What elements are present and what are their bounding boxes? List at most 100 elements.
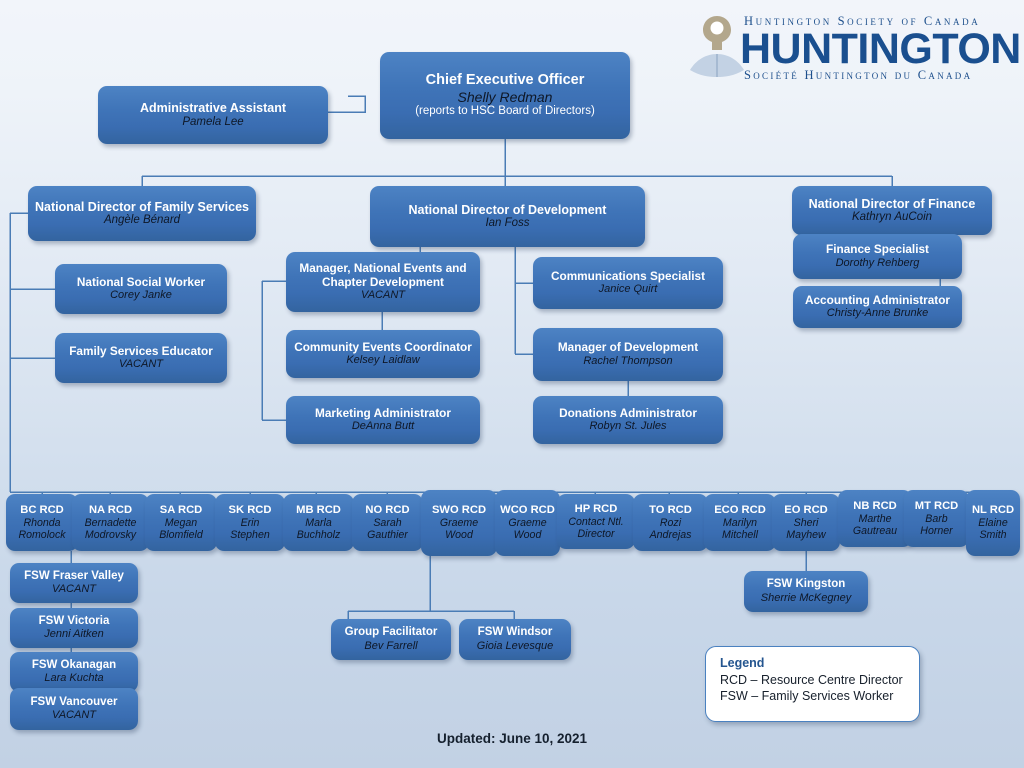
node-person: Lara Kuchta: [44, 672, 104, 685]
logo-wordmark: HUNTINGTON: [740, 25, 1021, 73]
node-person: Janice Quirt: [598, 283, 658, 296]
node-person: Elaine Smith: [978, 517, 1008, 542]
node-rcd-eco[interactable]: ECO RCD Marilyn Mitchell: [704, 494, 776, 551]
node-person: VACANT: [51, 709, 96, 722]
node-group-facilitator[interactable]: Group Facilitator Bev Farrell: [331, 619, 451, 660]
node-community-events-coordinator[interactable]: Community Events Coordinator Kelsey Laid…: [286, 330, 480, 378]
node-national-director-finance[interactable]: National Director of Finance Kathryn AuC…: [792, 186, 992, 235]
node-rcd-swo[interactable]: SWO RCD Graeme Wood: [421, 490, 497, 556]
node-title: Finance Specialist: [826, 242, 929, 257]
node-title: National Social Worker: [76, 274, 206, 289]
node-title: Family Services Educator: [69, 343, 213, 358]
node-title: FSW Windsor: [477, 626, 553, 639]
node-rcd-no[interactable]: NO RCD Sarah Gauthier: [352, 494, 423, 551]
node-title: NO RCD: [365, 503, 410, 516]
node-person: VACANT: [118, 358, 163, 371]
node-title: Group Facilitator: [344, 626, 438, 639]
node-title: FSW Kingston: [766, 578, 846, 591]
node-rcd-mt[interactable]: MT RCD Barb Horner: [904, 490, 969, 547]
node-person: Contact Ntl. Director: [568, 515, 624, 540]
node-person: Marthe Gautreau: [852, 512, 898, 537]
legend-title: Legend: [720, 656, 765, 670]
node-rcd-na[interactable]: NA RCD Bernadette Modrovsky: [72, 494, 149, 551]
node-rcd-mb[interactable]: MB RCD Marla Buchholz: [283, 494, 354, 551]
node-person: Sheri Mayhew: [786, 516, 826, 541]
node-rcd-to[interactable]: TO RCD Rozi Andrejas: [633, 494, 708, 551]
node-communications-specialist[interactable]: Communications Specialist Janice Quirt: [533, 257, 723, 309]
node-title: FSW Fraser Valley: [24, 569, 124, 582]
node-person: Pamela Lee: [182, 115, 244, 128]
node-person: Sherrie McKegney: [760, 591, 852, 604]
node-person: Corey Janke: [110, 289, 172, 302]
legend-line-rcd: RCD – Resource Centre Director: [720, 673, 903, 687]
node-title: National Director of Finance: [808, 196, 976, 211]
node-person: Ian Foss: [485, 217, 530, 230]
node-person: Angèle Bénard: [103, 214, 181, 227]
node-accounting-administrator[interactable]: Accounting Administrator Christy-Anne Br…: [793, 286, 962, 328]
node-family-services-educator[interactable]: Family Services Educator VACANT: [55, 333, 227, 383]
node-chief-executive-officer[interactable]: Chief Executive Officer Shelly Redman (r…: [380, 52, 630, 139]
node-title: SK RCD: [228, 503, 272, 516]
node-manager-national-events-chapter-development[interactable]: Manager, National Events and Chapter Dev…: [286, 252, 480, 312]
node-title: NA RCD: [88, 503, 133, 516]
node-person: Marilyn Mitchell: [722, 516, 758, 541]
node-title: National Director of Development: [408, 202, 607, 217]
node-person: Rhonda Romolock: [18, 516, 66, 541]
node-title: NL RCD: [971, 504, 1015, 517]
node-title: SWO RCD: [431, 504, 487, 517]
logo-tagline-english: Huntington Society of Canada: [744, 14, 981, 28]
node-fsw-okanagan[interactable]: FSW Okanagan Lara Kuchta: [10, 652, 138, 692]
updated-date-label: Updated: June 10, 2021: [436, 731, 588, 746]
node-title: Community Events Coordinator: [294, 339, 472, 354]
node-marketing-administrator[interactable]: Marketing Administrator DeAnna Butt: [286, 396, 480, 444]
node-title: MB RCD: [296, 503, 341, 516]
node-title: FSW Vancouver: [30, 695, 118, 708]
node-rcd-bc[interactable]: BC RCD Rhonda Romolock: [6, 494, 78, 551]
node-rcd-nl[interactable]: NL RCD Elaine Smith: [966, 490, 1020, 556]
node-title: FSW Victoria: [38, 614, 110, 627]
node-title: NB RCD: [853, 499, 897, 512]
node-national-director-family-services[interactable]: National Director of Family Services Ang…: [28, 186, 256, 241]
node-person: Dorothy Rehberg: [835, 256, 920, 269]
node-title: Manager of Development: [557, 340, 699, 355]
node-manager-of-development[interactable]: Manager of Development Rachel Thompson: [533, 328, 723, 381]
node-title: Accounting Administrator: [804, 292, 951, 307]
node-administrative-assistant[interactable]: Administrative Assistant Pamela Lee: [98, 86, 328, 144]
node-rcd-hp[interactable]: HP RCD Contact Ntl. Director: [557, 494, 635, 549]
node-title: Manager, National Events and Chapter Dev…: [299, 260, 467, 289]
node-person: Rachel Thompson: [583, 354, 673, 367]
node-title: BC RCD: [20, 503, 64, 516]
node-title: FSW Okanagan: [31, 658, 117, 671]
node-note: (reports to HSC Board of Directors): [415, 105, 595, 118]
node-title: Donations Administrator: [559, 405, 697, 420]
node-rcd-sa[interactable]: SA RCD Megan Blomfield: [145, 494, 217, 551]
node-person: Robyn St. Jules: [589, 420, 667, 433]
node-person: Shelly Redman: [457, 89, 553, 106]
node-title: National Director of Family Services: [35, 199, 249, 214]
node-title: Chief Executive Officer: [425, 72, 585, 89]
node-rcd-eo[interactable]: EO RCD Sheri Mayhew: [772, 494, 840, 551]
node-title: HP RCD: [574, 502, 618, 515]
node-finance-specialist[interactable]: Finance Specialist Dorothy Rehberg: [793, 234, 962, 279]
node-national-director-development[interactable]: National Director of Development Ian Fos…: [370, 186, 645, 247]
node-fsw-fraser-valley[interactable]: FSW Fraser Valley VACANT: [10, 563, 138, 603]
node-title: Marketing Administrator: [315, 405, 451, 420]
node-title: EO RCD: [784, 503, 828, 516]
node-rcd-sk[interactable]: SK RCD Erin Stephen: [215, 494, 285, 551]
node-fsw-vancouver[interactable]: FSW Vancouver VACANT: [10, 688, 138, 730]
node-national-social-worker[interactable]: National Social Worker Corey Janke: [55, 264, 227, 314]
huntington-society-logo: Huntington Society of Canada HUNTINGTON …: [686, 8, 1021, 84]
node-person: Sarah Gauthier: [367, 516, 408, 541]
node-fsw-victoria[interactable]: FSW Victoria Jenni Aitken: [10, 608, 138, 648]
huntington-flower-person-logo-icon: [690, 16, 744, 77]
node-fsw-kingston[interactable]: FSW Kingston Sherrie McKegney: [744, 571, 868, 612]
node-person: Barb Horner: [920, 512, 953, 537]
node-person: Megan Blomfield: [159, 516, 203, 541]
node-rcd-wco[interactable]: WCO RCD Graeme Wood: [495, 490, 560, 556]
node-rcd-nb[interactable]: NB RCD Marthe Gautreau: [838, 490, 912, 547]
node-person: Marla Buchholz: [296, 516, 341, 541]
node-donations-administrator[interactable]: Donations Administrator Robyn St. Jules: [533, 396, 723, 444]
node-fsw-windsor[interactable]: FSW Windsor Gioia Levesque: [459, 619, 571, 660]
node-title: SA RCD: [159, 503, 203, 516]
